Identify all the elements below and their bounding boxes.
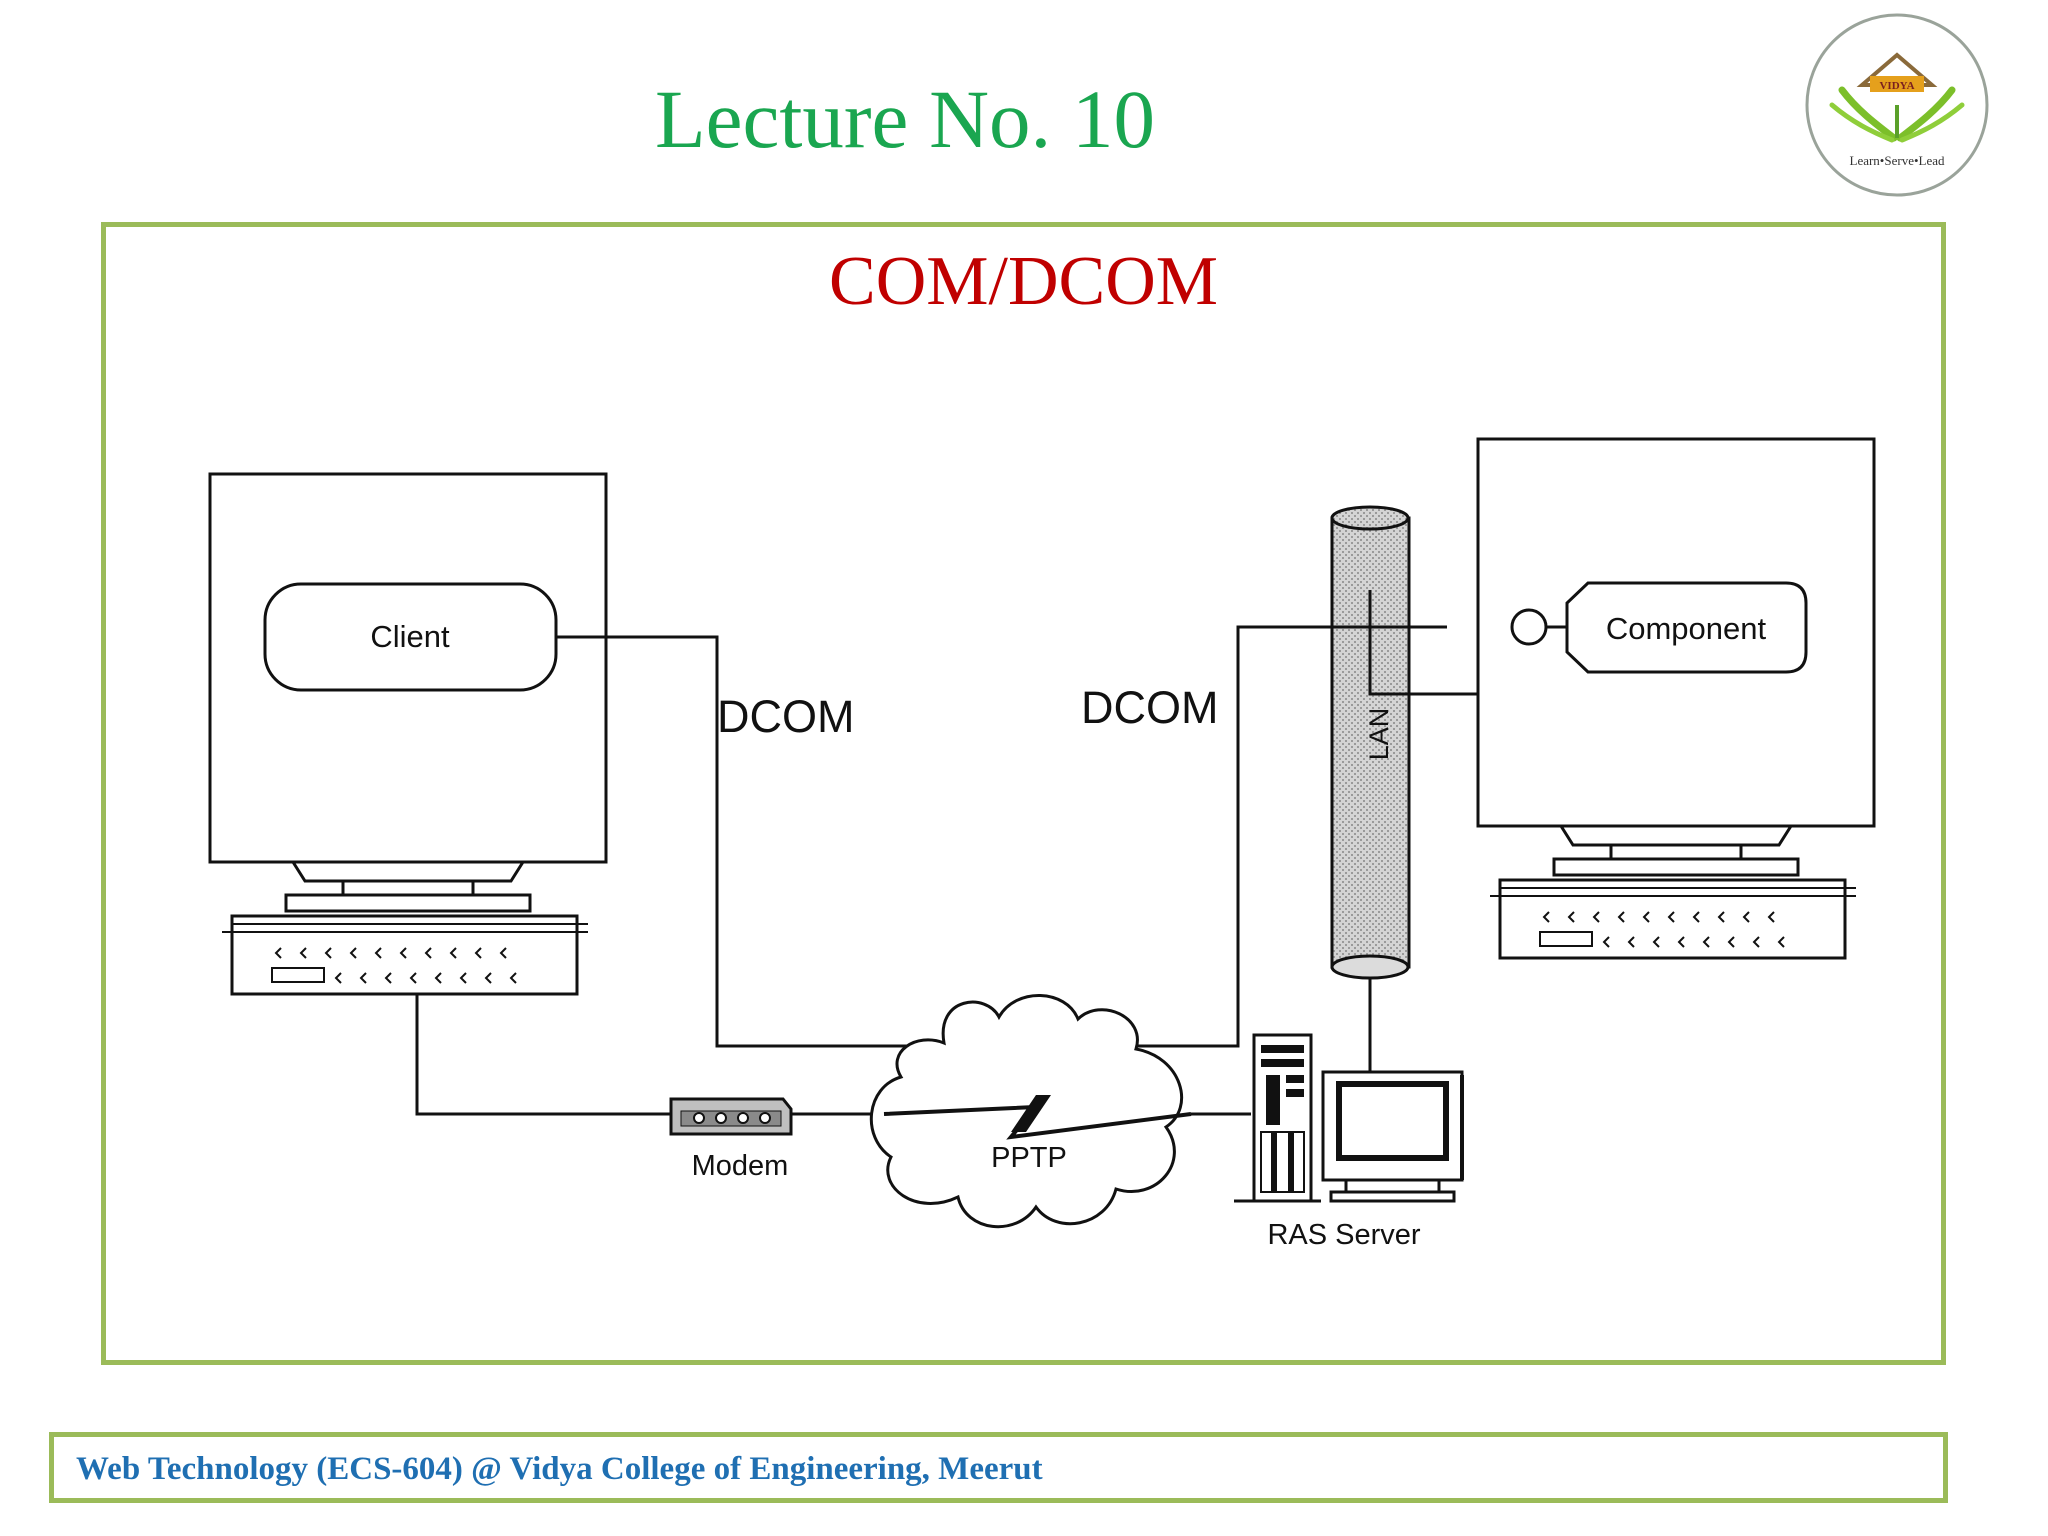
logo-tagline: Learn•Serve•Lead <box>1850 153 1945 168</box>
ras-server-label: RAS Server <box>1267 1219 1420 1251</box>
ras-server: RAS Server <box>1234 1033 1464 1251</box>
modem-label: Modem <box>692 1150 789 1182</box>
com-dcom-diagram: Client <box>208 437 1876 1251</box>
component-node: Component <box>1429 581 1808 674</box>
vidya-logo: VIDYA Learn•Serve•Lead <box>1805 13 1989 197</box>
lan-label: LAN <box>1364 708 1394 761</box>
content-frame: COM/DCOM <box>101 222 1946 1365</box>
dcom-left-label: DCOM <box>717 691 854 742</box>
logo-name: VIDYA <box>1879 80 1914 92</box>
interface-lollipop <box>1510 608 1548 646</box>
footer-text: Web Technology (ECS-604) @ Vidya College… <box>76 1451 1043 1487</box>
modem-link <box>415 994 671 1116</box>
client-node: Client <box>263 582 558 692</box>
modem: Modem <box>669 1097 793 1182</box>
dcom-right-label: DCOM <box>1081 682 1218 733</box>
component-label: Component <box>1606 611 1767 646</box>
pptp-label: PPTP <box>991 1142 1067 1174</box>
pptp-cloud: PPTP <box>869 994 1192 1229</box>
slide-title: Lecture No. 10 <box>654 73 1156 165</box>
component-computer <box>1476 437 1876 960</box>
client-label: Client <box>370 619 450 654</box>
footer-frame: Web Technology (ECS-604) @ Vidya College… <box>49 1432 1948 1503</box>
diagram-heading: COM/DCOM <box>829 243 1218 320</box>
lan-cylinder: LAN <box>1330 505 1411 980</box>
client-computer <box>208 472 608 996</box>
dcom-link <box>556 625 1429 1048</box>
lan-link <box>1368 590 1478 696</box>
